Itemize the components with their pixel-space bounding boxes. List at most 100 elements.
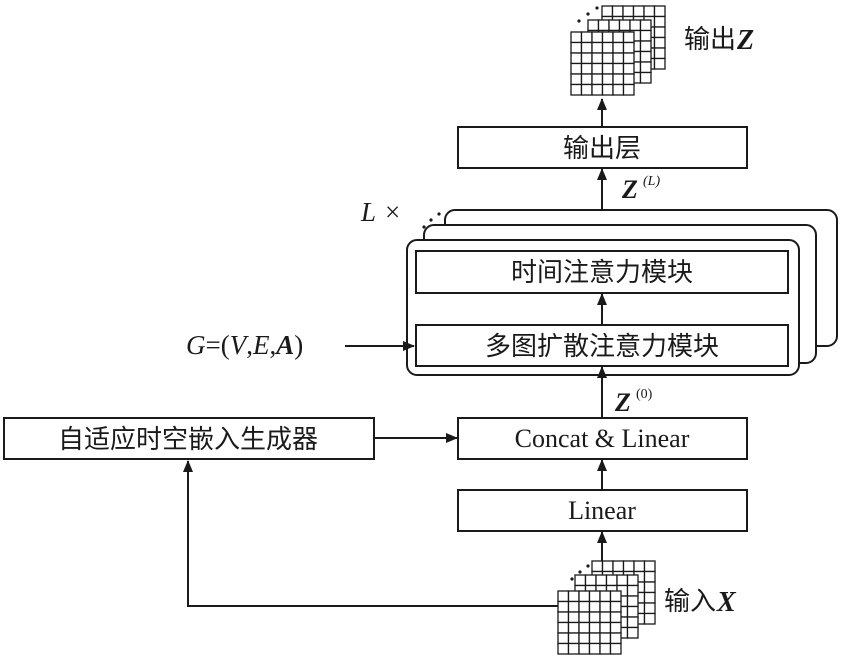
grid-cell xyxy=(570,83,583,96)
grid-cell xyxy=(599,632,612,645)
grid-cell xyxy=(599,621,612,634)
grid-cell xyxy=(609,611,622,624)
grid-cell xyxy=(578,600,591,613)
grid-cell xyxy=(601,31,614,44)
grid-cell xyxy=(601,73,614,86)
grid-cell xyxy=(578,611,591,624)
grid-cell xyxy=(643,612,656,625)
z-top-superscript: (L) xyxy=(643,174,660,189)
graph-e: E xyxy=(252,330,270,360)
grid-cell xyxy=(601,5,614,18)
grid-cell xyxy=(612,41,625,54)
grid-cell xyxy=(570,31,583,44)
grid-cell xyxy=(639,61,652,74)
grid-cell xyxy=(599,590,612,603)
grid-cell xyxy=(557,621,570,634)
grid-cell xyxy=(599,600,612,613)
grid-cell xyxy=(587,19,600,32)
grid-cell xyxy=(597,19,610,32)
grid-cell xyxy=(588,600,601,613)
grid-cell xyxy=(580,62,593,75)
grid-cell xyxy=(580,83,593,96)
grid-cell xyxy=(632,5,645,18)
grid-cell xyxy=(557,600,570,613)
output-tensor-dots xyxy=(577,6,599,23)
input-tensor-front-grid xyxy=(557,590,622,655)
embedding-generator-label: 自适应时空嵌入生成器 xyxy=(58,425,318,455)
grid-cell xyxy=(612,560,625,573)
grid-cell xyxy=(612,31,625,44)
graph-v: V xyxy=(230,330,250,360)
z-top-var: Z xyxy=(621,175,638,204)
grid-cell xyxy=(639,71,652,84)
grid-cell xyxy=(588,621,601,634)
grid-cell xyxy=(591,41,604,54)
grid-cell xyxy=(557,632,570,645)
arrow-input-to-embedding xyxy=(183,460,558,607)
grid-cell xyxy=(653,26,666,39)
grid-cell xyxy=(591,83,604,96)
graph-g: G xyxy=(186,330,206,360)
grid-cell xyxy=(609,621,622,634)
grid-cell xyxy=(622,52,635,65)
grid-cell xyxy=(588,590,601,603)
grid-cell xyxy=(653,15,666,28)
grid-cell xyxy=(609,600,622,613)
output-label-var: Z xyxy=(736,25,754,56)
grid-cell xyxy=(580,52,593,65)
grid-cell xyxy=(618,19,631,32)
grid-cell xyxy=(611,5,624,18)
grid-cell xyxy=(643,5,656,18)
grid-cell xyxy=(578,590,591,603)
layers-var: L xyxy=(360,197,376,227)
grid-cell xyxy=(591,73,604,86)
grid-cell xyxy=(643,602,656,615)
grid-cell xyxy=(643,581,656,594)
grid-cell xyxy=(578,632,591,645)
grid-cell xyxy=(567,600,580,613)
grid-cell xyxy=(567,611,580,624)
grid-cell xyxy=(601,560,614,573)
grid-cell xyxy=(626,605,639,618)
multigraph-diffusion-label: 多图扩散注意力模块 xyxy=(485,332,719,362)
input-tensor-dots xyxy=(570,564,590,581)
grid-cell xyxy=(557,590,570,603)
grid-cell xyxy=(643,570,656,583)
grid-cell xyxy=(626,574,639,587)
output-layer-box xyxy=(457,126,748,169)
grid-cell xyxy=(599,642,612,655)
grid-cell xyxy=(633,560,646,573)
grid-cell xyxy=(643,560,656,573)
graph-label: G=(V,E,A) xyxy=(186,330,303,360)
grid-cell xyxy=(601,83,614,96)
output-tensor-front-grid xyxy=(570,31,635,96)
grid-cell xyxy=(570,52,583,65)
output-label-prefix: 输出 xyxy=(684,25,736,55)
grid-cell xyxy=(591,62,604,75)
linear-label: Linear xyxy=(568,496,636,525)
grid-cell xyxy=(612,83,625,96)
layers-dots xyxy=(422,212,441,229)
grid-cell xyxy=(612,52,625,65)
grid-cell xyxy=(622,560,635,573)
grid-cell xyxy=(570,73,583,86)
grid-cell xyxy=(601,41,614,54)
grid-cell xyxy=(608,19,621,32)
grid-cell xyxy=(626,616,639,629)
grid-cell xyxy=(588,632,601,645)
grid-cell xyxy=(570,62,583,75)
grid-cell xyxy=(639,50,652,63)
grid-cell xyxy=(567,632,580,645)
grid-cell xyxy=(626,595,639,608)
grid-cell xyxy=(567,590,580,603)
graph-comma-2: , xyxy=(269,330,276,360)
grid-cell xyxy=(580,73,593,86)
grid-cell xyxy=(591,52,604,65)
grid-cell xyxy=(639,40,652,53)
grid-cell xyxy=(567,621,580,634)
z-bottom-superscript: (0) xyxy=(636,387,653,402)
grid-cell xyxy=(574,574,587,587)
grid-cell xyxy=(643,591,656,604)
grid-cell xyxy=(591,560,604,573)
